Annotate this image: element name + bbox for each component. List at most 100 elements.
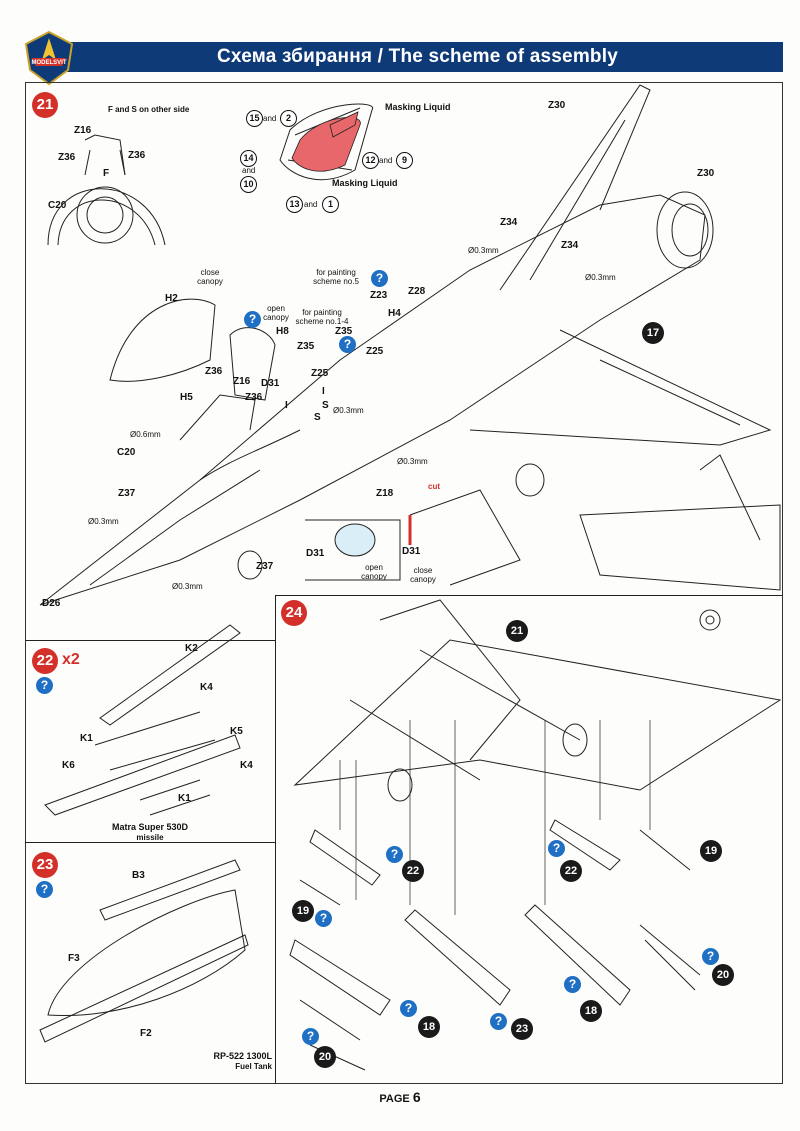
label-z37-a: Z37 [118,488,136,499]
inset-close-canopy: close canopy [410,566,436,584]
page-title: Схема збирання / The scheme of assembly [52,42,783,72]
label-k6: K6 [62,760,75,771]
label-z28: Z28 [408,286,426,297]
ref-18-left: 18 [418,1016,440,1038]
info-icon-24-d[interactable]: ? [302,1028,319,1045]
label-z36-canopy: Z36 [205,366,223,377]
info-icon-23[interactable]: ? [36,881,53,898]
label-k2: K2 [185,643,198,654]
step-21-number: 21 [32,92,58,118]
label-h4: H4 [388,308,401,319]
ref-step-17: 17 [642,322,664,344]
label-c20-top: C20 [48,200,67,211]
info-icon-24-c[interactable]: ? [400,1000,417,1017]
page-number: 6 [412,1089,421,1105]
label-b3: B3 [132,870,145,881]
and-4: and [304,200,318,209]
painting-scheme-5: for painting scheme no.5 [313,268,359,286]
part-9: 9 [396,152,413,169]
label-z18: Z18 [376,488,394,499]
tank-caption-type: Fuel Tank [235,1062,272,1071]
ref-19-left: 19 [292,900,314,922]
part-2: 2 [280,110,297,127]
info-icon-24-h[interactable]: ? [702,948,719,965]
label-i-a: I [322,386,325,397]
label-z34-b: Z34 [561,240,579,251]
part-12: 12 [362,152,379,169]
part-13: 13 [286,196,303,213]
missile-caption-type: missile [136,833,164,842]
label-z36-left: Z36 [58,152,76,163]
ref-20-right: 20 [712,964,734,986]
tank-caption: RP-522 1300L Fuel Tank [182,1051,272,1072]
and-2: and [379,156,393,165]
label-d03-c: Ø0.3mm [333,406,364,415]
ref-22-left: 22 [402,860,424,882]
tank-caption-name: RP-522 1300L [213,1051,272,1061]
info-icon-24-a[interactable]: ? [386,846,403,863]
and-1: and [263,114,277,123]
info-icon-24-g[interactable]: ? [564,976,581,993]
ref-18-right: 18 [580,1000,602,1022]
step-22-number: 22 [32,648,58,674]
label-f2: F2 [140,1028,152,1039]
label-z36-lower: Z36 [245,392,263,403]
step-24-number: 24 [281,600,307,626]
part-14: 14 [240,150,257,167]
step-22-multiplier: x2 [62,651,80,668]
label-i-b: I [285,400,288,411]
logo-shield-icon: MODELSVIT [24,30,74,86]
label-z30-right: Z30 [697,168,715,179]
ref-step-21: 21 [506,620,528,642]
info-icon-22[interactable]: ? [36,677,53,694]
and-3: and [242,166,256,175]
label-f: F [103,168,110,179]
label-k4-a: K4 [200,682,213,693]
label-d26: D26 [42,598,61,609]
label-c20-lower: C20 [117,447,136,458]
info-icon-3[interactable]: ? [244,311,261,328]
label-h8: H8 [276,326,289,337]
label-z35-b: Z35 [297,341,315,352]
label-d03-e: Ø0.3mm [88,517,119,526]
step-21-frame [25,82,783,1084]
label-d31-inset-a: D31 [306,548,325,559]
label-s-a: S [322,400,329,411]
info-icon-24-b[interactable]: ? [315,910,332,927]
label-z36-right: Z36 [128,150,146,161]
step-24-frame [275,595,782,1083]
info-icon-1[interactable]: ? [371,270,388,287]
painting-scheme-1-4: for painting scheme no.1-4 [295,308,349,326]
label-d03-f: Ø0.3mm [172,582,203,591]
label-h2: H2 [165,293,178,304]
label-d06: Ø0.6mm [130,430,161,439]
open-canopy-label: open canopy [263,304,289,322]
close-canopy-label: close canopy [197,268,223,286]
cut-label: cut [428,482,440,491]
missile-caption: Matra Super 530D missile [90,822,210,843]
ref-22-right: 22 [560,860,582,882]
label-z23: Z23 [370,290,388,301]
page-label: PAGE [379,1093,410,1105]
info-icon-24-f[interactable]: ? [548,840,565,857]
label-z37-b: Z37 [256,561,274,572]
label-k1-a: K1 [80,733,93,744]
label-z25-a: Z25 [366,346,384,357]
label-s-b: S [314,412,321,423]
inset-open-canopy: open canopy [361,563,387,581]
info-icon-24-e[interactable]: ? [490,1013,507,1030]
label-k5: K5 [230,726,243,737]
label-z16-canopy: Z16 [233,376,251,387]
label-k1-b: K1 [178,793,191,804]
modelsvit-logo: MODELSVIT [22,30,76,86]
part-15: 15 [246,110,263,127]
step-23-number: 23 [32,852,58,878]
step21-other-side-note: F and S on other side [108,105,190,114]
label-k4-b: K4 [240,760,253,771]
label-z16: Z16 [74,125,92,136]
info-icon-2[interactable]: ? [339,336,356,353]
label-d03-b: Ø0.3mm [585,273,616,282]
page-footer: PAGE 6 [0,1089,800,1105]
